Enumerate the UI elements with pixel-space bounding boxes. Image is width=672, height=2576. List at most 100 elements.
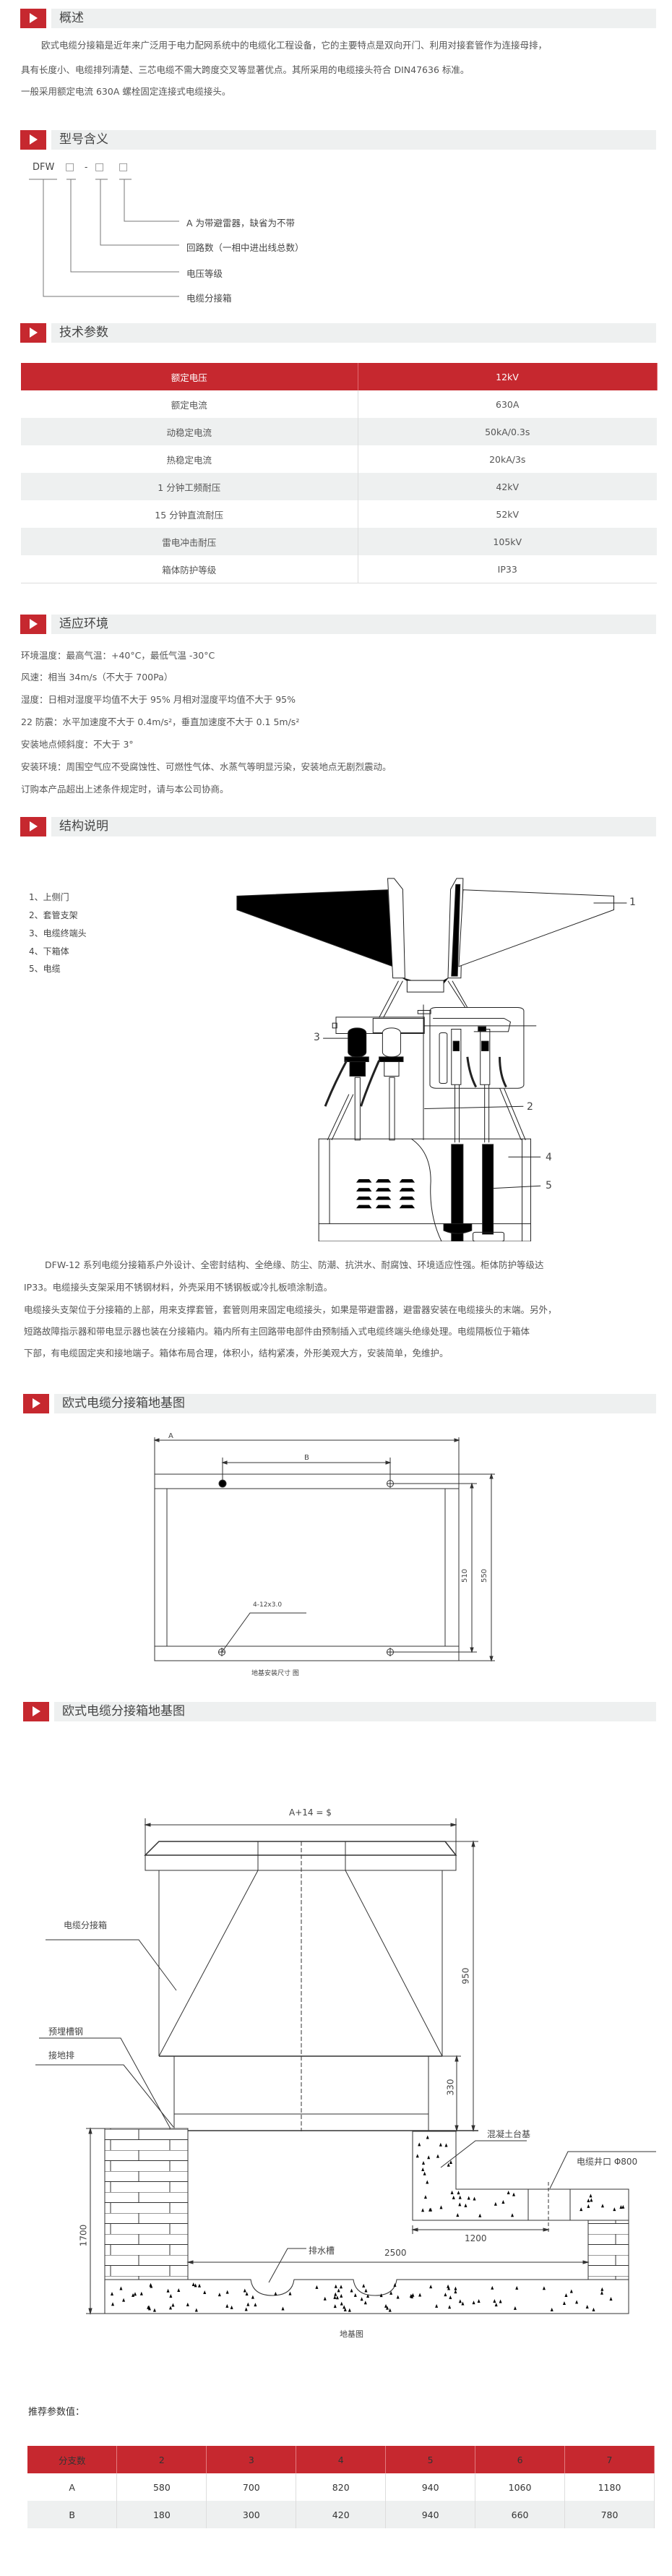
aggregate-mark <box>388 2308 392 2312</box>
aggregate-mark <box>491 2285 494 2290</box>
bolt-mark <box>399 1188 415 1191</box>
param-name: 额定电流 <box>21 390 358 418</box>
aggregate-mark <box>444 2143 448 2147</box>
param-value: 42kV <box>358 473 657 500</box>
aggregate-mark <box>423 2195 427 2199</box>
aggregate-mark <box>171 2303 175 2307</box>
aggregate-mark <box>147 2306 151 2311</box>
aggregate-mark <box>589 2194 593 2198</box>
aggregate-mark <box>457 2191 460 2195</box>
dim-2500: 2500 <box>384 2248 407 2258</box>
model-meaning: 电压等级 <box>186 268 223 279</box>
aggregate-mark <box>418 2142 421 2147</box>
cell: 420 <box>296 2501 387 2528</box>
cell: 780 <box>564 2501 655 2528</box>
aggregate-mark <box>281 2306 285 2311</box>
hole-note: 4-12x3.0 <box>253 1601 283 1609</box>
aggregate-mark <box>562 2301 566 2305</box>
aggregate-mark <box>133 2292 137 2296</box>
bolt-mark <box>356 1178 372 1183</box>
bolt-mark <box>375 1178 392 1183</box>
callout-3: 3 <box>314 1032 320 1043</box>
aggregate-mark <box>217 2293 221 2297</box>
play-icon <box>20 9 46 28</box>
aggregate-mark <box>343 2307 347 2311</box>
cell: 820 <box>296 2473 387 2501</box>
aggregate-mark <box>501 2200 505 2204</box>
width-label: A+14 = $ <box>289 1807 332 1818</box>
play-icon <box>20 323 46 343</box>
structure-line: IP33。电缆接头支架采用不锈钢材料，外壳采用不锈钢板或冷扎板喷涂制造。 <box>24 1282 333 1293</box>
aggregate-mark <box>461 2301 465 2306</box>
aggregate-mark <box>132 2293 135 2297</box>
dim-b: B <box>304 1454 309 1462</box>
overview-line: 具有长度小、电缆排列清楚、三芯电缆不需大跨度交叉等显著优点。其所采用的电缆接头符… <box>21 64 470 75</box>
aggregate-mark <box>564 2293 568 2297</box>
aggregate-mark <box>335 2295 339 2300</box>
aggregate-mark <box>288 2291 292 2295</box>
aggregate-mark <box>585 2304 589 2308</box>
env-line: 风速：相当 34m/s（不大于 700Pa） <box>21 672 173 682</box>
model-meaning: 回路数（一相中进出线总数） <box>186 242 304 253</box>
aggregate-mark <box>439 2142 442 2147</box>
aggregate-mark <box>348 2308 351 2312</box>
callout-4: 4 <box>546 1152 552 1163</box>
dim-1700: 1700 <box>78 2224 89 2247</box>
aggregate-mark <box>494 2303 498 2307</box>
section-title: 适应环境 <box>59 617 108 631</box>
box-label: 电缆分接箱 <box>64 1920 108 1930</box>
aggregate-mark <box>499 2299 502 2303</box>
channel-label: 预埋槽钢 <box>48 2027 84 2037</box>
aggregate-mark <box>360 2297 363 2301</box>
dim-550: 550 <box>481 1568 489 1583</box>
cell: 660 <box>475 2501 566 2528</box>
header-cell: 分支数 <box>27 2446 118 2473</box>
aggregate-mark <box>119 2286 123 2290</box>
section-header-overview: 概述 <box>20 9 656 28</box>
aggregate-mark <box>364 2288 368 2293</box>
aggregate-mark <box>274 2291 277 2295</box>
aggregate-mark <box>418 2293 422 2297</box>
param-name: 15 分钟直流耐压 <box>21 500 358 528</box>
aggregate-mark <box>473 2196 476 2201</box>
aggregate-mark <box>245 2291 249 2295</box>
env-line: 安装地点倾斜度：不大于 3° <box>21 739 134 750</box>
bolt-mark <box>399 1178 415 1183</box>
aggregate-mark <box>254 2303 257 2307</box>
legend-item: 2、套管支架 <box>29 910 78 920</box>
aggregate-mark <box>166 2288 170 2293</box>
dim-a: A <box>168 1432 173 1440</box>
table-row: B 180 300 420 940 660 780 <box>27 2501 655 2528</box>
model-box-voltage: □ <box>65 161 75 173</box>
aggregate-mark <box>111 2291 114 2295</box>
aggregate-mark <box>169 2293 173 2298</box>
aggregate-mark <box>511 2213 514 2217</box>
param-value: 630A <box>496 398 520 410</box>
aggregate-mark <box>197 2283 201 2288</box>
dim-510: 510 <box>461 1568 470 1583</box>
legend-item: 5、电缆 <box>29 964 61 974</box>
header-cell: 4 <box>296 2446 387 2473</box>
param-name: 热稳定电流 <box>21 445 358 473</box>
aggregate-mark <box>363 2301 367 2305</box>
aggregate-mark <box>225 2290 229 2294</box>
aggregate-mark <box>152 2308 156 2312</box>
concrete-aggregate <box>111 2135 625 2312</box>
cell: 300 <box>206 2501 297 2528</box>
param-value: 50kA/0.3s <box>358 418 657 445</box>
ground-label: 接地排 <box>48 2050 75 2061</box>
legend-item: 3、电缆终端头 <box>29 928 87 938</box>
aggregate-mark <box>186 2302 189 2306</box>
section-title: 概述 <box>59 11 84 25</box>
aggregate-mark <box>150 2284 153 2288</box>
structure-line: 电缆接头支架位于分接箱的上部，用来支撑套管，套管则用来固定电缆接头，如果是带避雷… <box>24 1304 557 1315</box>
bolt-mark <box>375 1204 392 1209</box>
aggregate-mark <box>194 2283 197 2288</box>
cell: 940 <box>385 2501 476 2528</box>
aggregate-mark <box>512 2192 516 2196</box>
table-row: A 580 700 820 940 1060 1180 <box>27 2473 655 2501</box>
cell: A <box>27 2473 118 2501</box>
callout-2: 2 <box>527 1101 533 1113</box>
